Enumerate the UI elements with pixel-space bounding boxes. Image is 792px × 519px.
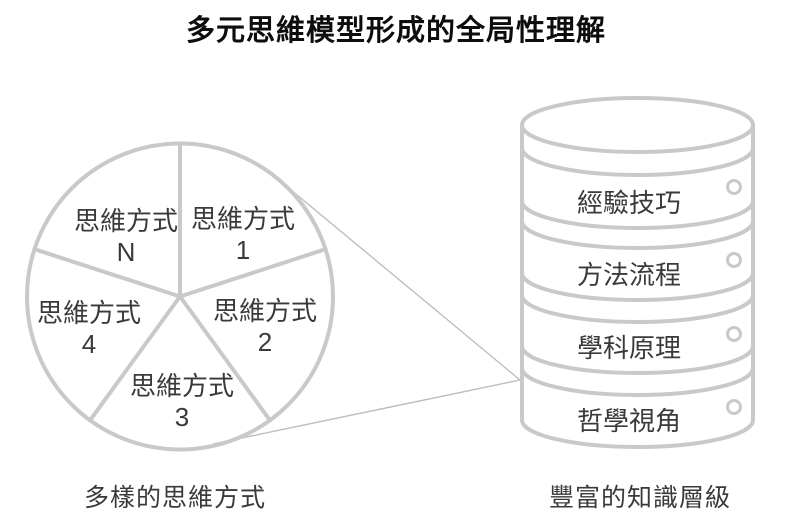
layer2-indicator-dot-icon [726,252,742,268]
layer3-indicator-dot-icon [726,326,742,342]
sector-number: N [116,237,136,267]
cylinder-layer-dots [726,179,742,415]
pie-sector-dividers [32,141,328,423]
layer2-bottom-arc [520,271,755,302]
layer-label-experience: 經驗技巧 [576,188,681,218]
sector-thinking-1: 思維方式 1 [168,204,318,266]
callout-lower-line [212,379,521,445]
sector-number: 4 [81,329,97,359]
layer-label-discipline: 學科原理 [576,333,681,363]
layer1-indicator-dot-icon [726,179,742,195]
sector-number: 1 [235,235,251,265]
sector-label-text: 思維方式 [73,206,178,236]
sector-divider-right-upper [178,247,328,299]
sector-thinking-4: 思維方式 4 [14,298,164,360]
sector-label-text: 思維方式 [36,298,141,328]
layer1-top-arc [520,146,755,177]
layer4-indicator-dot-icon [726,399,742,415]
layer4-bottom-arc [520,418,755,449]
layer-label-method: 方法流程 [576,260,681,290]
layer-label-philosophy: 哲學視角 [576,406,681,436]
pie-caption: 多樣的思維方式 [83,484,266,512]
sector-label-text: 思維方式 [212,296,317,326]
callout-upper-line [278,179,521,381]
layer2-top-arc [520,219,755,250]
sector-thinking-2: 思維方式 2 [190,296,340,358]
sector-divider-left-upper [32,247,182,299]
sector-label-text: 思維方式 [190,204,295,234]
page-title: 多元思維模型形成的全局性理解 [185,15,606,47]
cylinder-caption: 豐富的知識層級 [548,484,731,512]
cylinder-layer-arcs [520,146,755,449]
sector-thinking-n: 思維方式 N [51,206,201,268]
layer1-bottom-arc [520,199,755,230]
sector-number: 3 [174,402,190,432]
layer3-bottom-arc [520,344,755,375]
sector-divider-left-lower [88,294,182,423]
sector-number: 2 [257,327,273,357]
layer3-top-arc [520,293,755,324]
sector-thinking-3: 思維方式 3 [107,371,257,433]
sector-divider-right-lower [178,294,272,423]
layer4-top-arc [520,366,755,397]
sector-label-text: 思維方式 [129,371,234,401]
cylinder-body-fill [522,98,753,447]
